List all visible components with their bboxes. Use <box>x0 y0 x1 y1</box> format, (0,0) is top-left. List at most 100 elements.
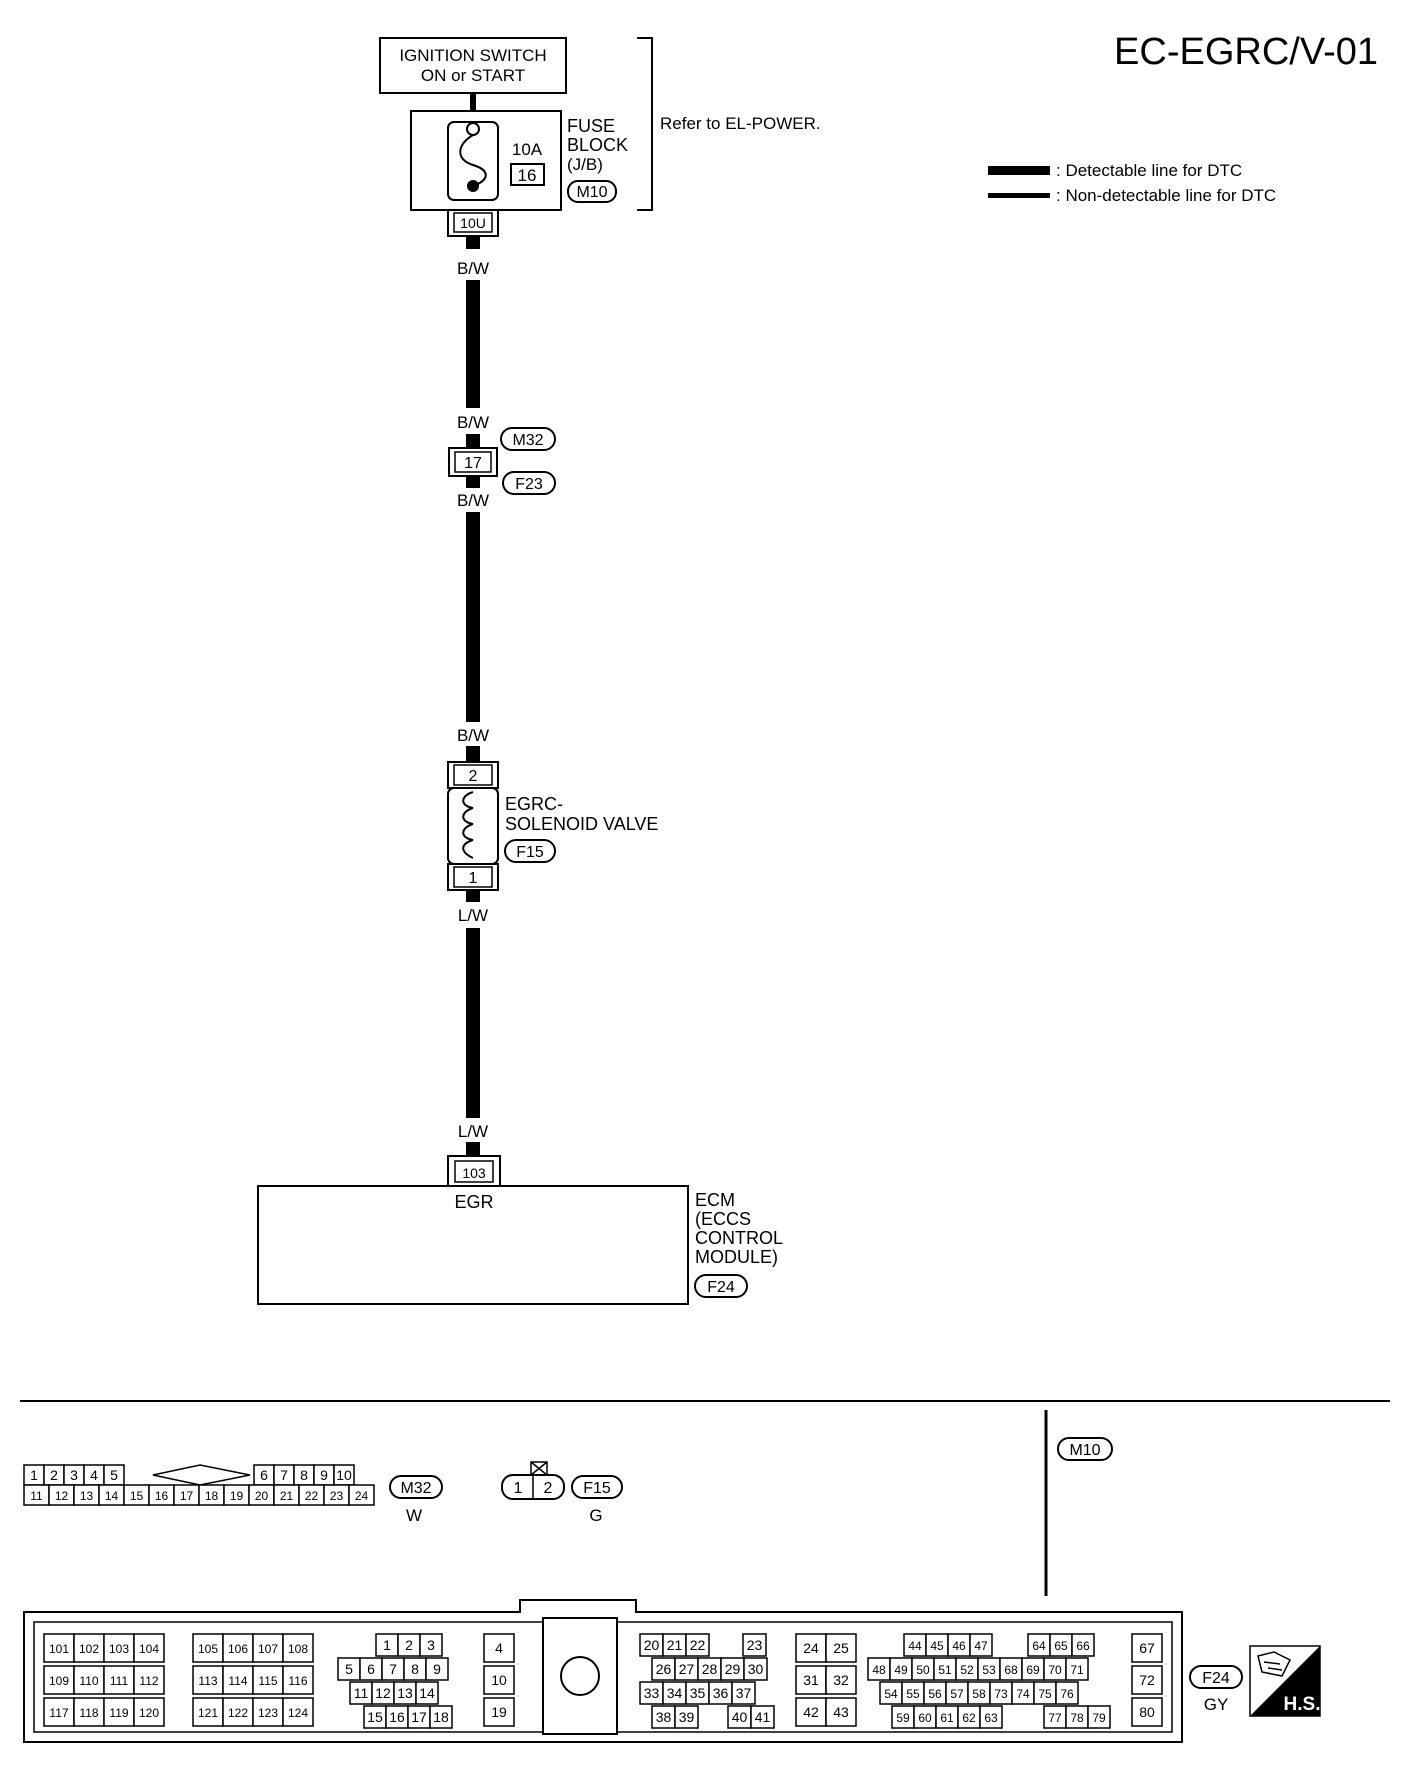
connector-pin-cell <box>348 1484 375 1506</box>
connector-pin-label: 27 <box>679 1661 695 1677</box>
ecm-pin-label: EGR <box>454 1192 493 1212</box>
connector-pin-label: 23 <box>330 1489 344 1503</box>
connector-pin-label: 16 <box>389 1709 405 1725</box>
connector-pin-label: 29 <box>725 1661 741 1677</box>
connector-pin-cell <box>103 1633 135 1663</box>
wire-bw-segment-2 <box>466 512 480 722</box>
connector-pin-label: 48 <box>872 1663 886 1677</box>
connector-pin-cell <box>795 1633 827 1663</box>
f24-view-id: F24 <box>1202 1670 1230 1687</box>
connector-pin-cell <box>685 1633 710 1657</box>
ecm-box <box>257 1185 689 1305</box>
f15-view-id: F15 <box>583 1480 611 1497</box>
fuse-number: 16 <box>518 166 537 185</box>
connector-pin-cell <box>73 1665 105 1695</box>
connector-pin-label: 62 <box>962 1711 976 1725</box>
connector-pin-label: 65 <box>1054 1639 1068 1653</box>
connector-pin-label: 37 <box>736 1685 752 1701</box>
connector-pin-label: 49 <box>894 1663 908 1677</box>
connector-pin-label: 14 <box>105 1489 119 1503</box>
connector-pin-label: 16 <box>155 1489 169 1503</box>
connector-pin-cell <box>825 1665 857 1695</box>
legend-detectable-text: : Detectable line for DTC <box>1056 161 1242 180</box>
connector-pin-label: 118 <box>79 1706 98 1720</box>
f24-view-color: GY <box>1204 1695 1229 1714</box>
connector-pin-label: 21 <box>280 1489 294 1503</box>
connector-pin-label: 50 <box>916 1663 930 1677</box>
connector-pin-label: 102 <box>79 1642 99 1656</box>
fuse-amp: 10A <box>512 140 543 159</box>
connector-pin-label: 22 <box>305 1489 319 1503</box>
connector-pin-label: 55 <box>906 1687 920 1701</box>
wire-lw-segment <box>466 928 480 1118</box>
connector-pin-label: 104 <box>139 1642 159 1656</box>
connector-pin-cell <box>252 1665 284 1695</box>
connector-pin-label: 17 <box>411 1709 427 1725</box>
connector-pin-cell <box>425 1657 449 1681</box>
joint-terminal-label: 17 <box>464 455 482 472</box>
connector-view-f15: 1 2 <box>501 1461 565 1500</box>
connector-pin-label: 15 <box>130 1489 144 1503</box>
connector-pin-cell <box>252 1697 284 1727</box>
connector-pin-label: 112 <box>139 1674 158 1688</box>
connector-pin-cell <box>222 1633 254 1663</box>
connector-pin-cell <box>252 1633 284 1663</box>
connector-pin-label: 7 <box>280 1467 288 1483</box>
connector-pin-label: 10 <box>491 1672 507 1688</box>
connector-pin-label: 44 <box>908 1639 922 1653</box>
connector-pin-label: 113 <box>198 1674 217 1688</box>
connector-pin-label: 68 <box>1004 1663 1018 1677</box>
connector-pin-label: 101 <box>49 1642 69 1656</box>
legend-non-detectable-text: : Non-detectable line for DTC <box>1056 186 1276 205</box>
connector-pin-label: 2 <box>50 1467 58 1483</box>
connector-pin-label: 28 <box>702 1661 718 1677</box>
connector-pin-label: 76 <box>1060 1687 1074 1701</box>
connector-pin-label: 9 <box>320 1467 328 1483</box>
f15-pin-1: 1 <box>514 1480 523 1497</box>
connector-pin-label: 60 <box>918 1711 932 1725</box>
connector-pin-label: 105 <box>198 1642 218 1656</box>
egrc-solenoid-valve: 2 1 <box>447 761 499 891</box>
solenoid-pin-top: 2 <box>469 768 478 785</box>
legend-detectable-swatch <box>988 166 1050 175</box>
connector-pin-cell <box>979 1705 1003 1729</box>
ecm-connector: F24 <box>707 1279 735 1296</box>
connector-pin-label: 47 <box>974 1639 988 1653</box>
m32-view-color: W <box>406 1506 422 1525</box>
connector-pin-cell <box>419 1633 443 1657</box>
connector-pin-label: 70 <box>1048 1663 1062 1677</box>
ignition-switch-state: ON or START <box>421 66 525 85</box>
connector-pin-label: 32 <box>833 1672 849 1688</box>
refer-note: Refer to EL-POWER. <box>660 114 821 133</box>
connector-pin-label: 110 <box>79 1674 98 1688</box>
connector-pin-label: 77 <box>1048 1711 1062 1725</box>
m10-view-id: M10 <box>1069 1442 1100 1459</box>
connector-pin-label: 20 <box>255 1489 269 1503</box>
connector-pin-label: 6 <box>367 1661 375 1677</box>
connector-pin-label: 13 <box>397 1685 413 1701</box>
connector-pin-cell <box>1131 1633 1163 1663</box>
ecm-label-2: (ECCS <box>695 1209 751 1229</box>
fuse-connector-id: M10 <box>576 184 607 201</box>
connector-pin-label: 25 <box>833 1640 849 1656</box>
connector-pin-label: 8 <box>300 1467 308 1483</box>
connector-pin-label: 78 <box>1070 1711 1084 1725</box>
connector-pin-label: 13 <box>80 1489 94 1503</box>
connector-pin-cell <box>1065 1657 1089 1681</box>
connector-badge-m10-view <box>1057 1437 1113 1461</box>
solenoid-connector: F15 <box>516 844 544 861</box>
connector-pin-cell <box>103 1697 135 1727</box>
connector-pin-label: 1 <box>383 1637 391 1653</box>
connector-pin-label: 59 <box>896 1711 910 1725</box>
joint-upper-connector: M32 <box>512 432 543 449</box>
f15-pin-2: 2 <box>544 1480 553 1497</box>
harness-side-icon <box>1257 1651 1292 1677</box>
joint-lower-connector: F23 <box>515 476 543 493</box>
wire-color-bw-1: B/W <box>457 259 489 278</box>
connector-pin-label: 34 <box>667 1685 683 1701</box>
connector-pin-cell <box>133 1633 165 1663</box>
solenoid-pin-bottom: 1 <box>469 870 478 887</box>
connector-pin-label: 15 <box>367 1709 383 1725</box>
